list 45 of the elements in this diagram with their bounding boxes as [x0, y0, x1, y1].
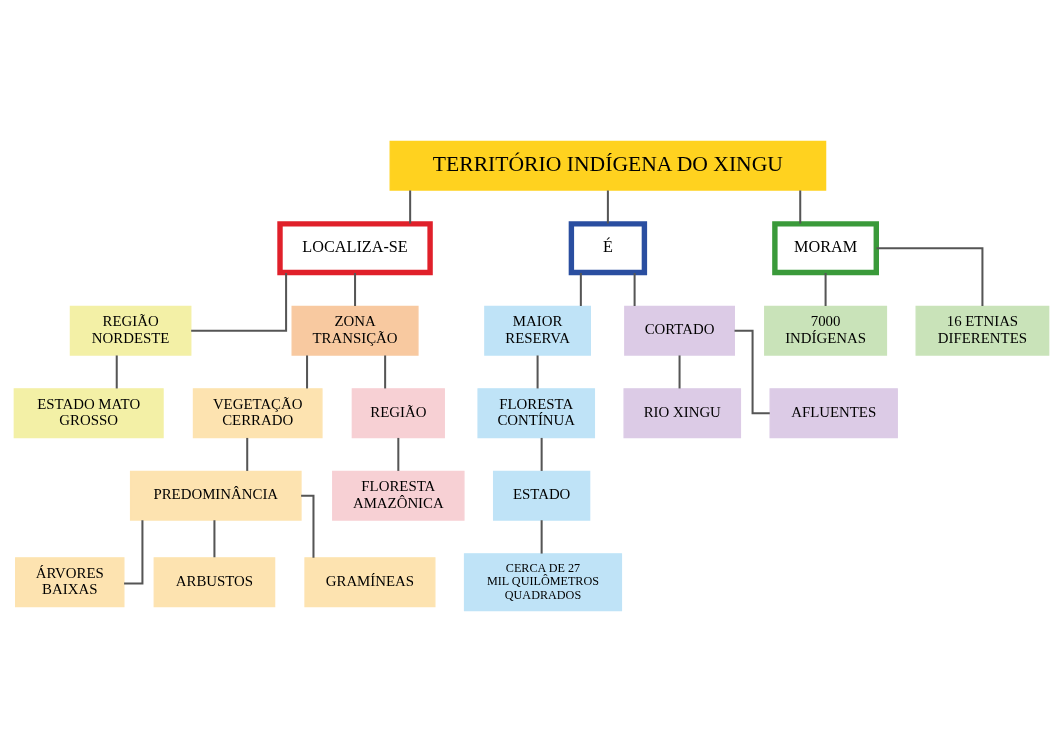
connector [799, 190, 802, 223]
node-box: PREDOMINÂNCIA [129, 470, 302, 521]
connector [606, 190, 609, 223]
connector [306, 354, 309, 388]
connector [384, 354, 387, 388]
node-box: ARBUSTOS [153, 556, 276, 607]
node-box: FLORESTA CONTÍNUA [477, 387, 596, 438]
connector [409, 190, 412, 223]
connector [536, 354, 539, 388]
connector [734, 329, 770, 414]
node-box: 7000 INDÍGENAS [764, 305, 888, 356]
node-box: VEGETAÇÃO CERRADO [192, 387, 323, 438]
node-box: MORAM [772, 220, 879, 275]
node-box: CERCA DE 27 MIL QUILÔMETROS QUADRADOS [463, 552, 623, 611]
node-box: LOCALIZA-SE [277, 220, 433, 275]
connector [876, 246, 984, 306]
connector [246, 437, 249, 471]
node-box: FLORESTA AMAZÔNICA [332, 470, 465, 521]
node-box: RIO XINGU [623, 387, 742, 438]
connector [540, 437, 543, 471]
node-box: ZONA TRANSIÇÃO [291, 305, 419, 356]
node-box: ESTADO [492, 470, 591, 521]
node-box: ÁRVORES BAIXAS [15, 556, 125, 607]
node-box: 16 ETNIAS DIFERENTES [915, 305, 1050, 356]
node-box: GRAMÍNEAS [304, 556, 436, 607]
node-box: ESTADO MATO GROSSO [13, 387, 164, 438]
connector [579, 272, 582, 306]
connector [354, 272, 357, 306]
connector [540, 519, 543, 554]
node-box: É [568, 220, 648, 275]
connector [115, 354, 118, 388]
node-box: REGIÃO NORDESTE [69, 305, 192, 356]
node-box: REGIÃO [351, 387, 445, 438]
connector [397, 437, 400, 471]
connector [824, 272, 827, 306]
connector [191, 272, 288, 332]
connector [213, 519, 216, 557]
connector [124, 519, 144, 585]
node-box: MAIOR RESERVA [484, 305, 591, 356]
node-box: TERRITÓRIO INDÍGENA DO XINGU [389, 140, 827, 191]
connector [301, 494, 315, 558]
node-box: AFLUENTES [769, 387, 898, 438]
connector [678, 354, 681, 388]
connector [633, 272, 636, 306]
node-box: CORTADO [624, 305, 735, 356]
